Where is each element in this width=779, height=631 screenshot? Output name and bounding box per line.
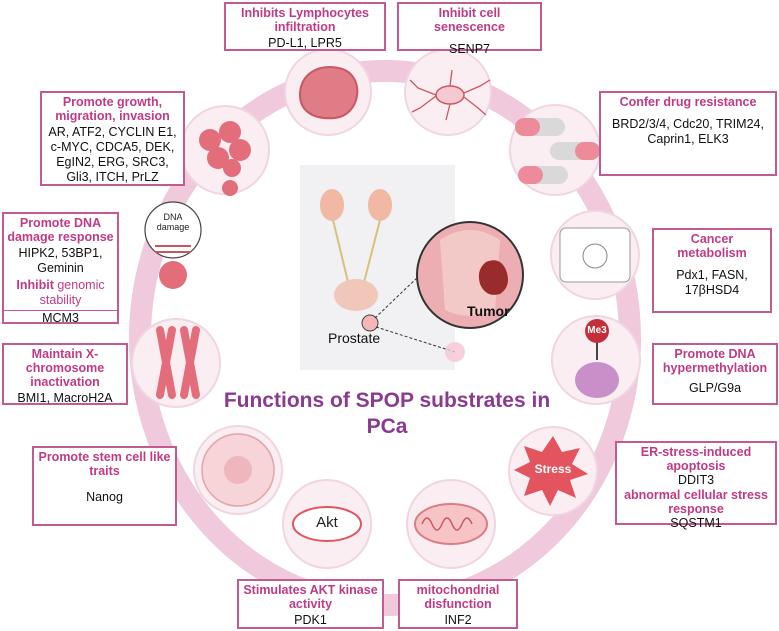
box-title: Promote stem cell like traits <box>38 450 171 478</box>
lymphocyte-illustration <box>284 48 372 136</box>
stress-label: Stress <box>534 462 572 476</box>
box-genes: Pdx1, FASN, 17βHSD4 <box>676 268 748 297</box>
box-genes: INF2 <box>444 613 472 627</box>
drug-pills-illustration <box>509 104 601 196</box>
diagram-title: Functions of SPOP substrates in PCa <box>223 389 551 438</box>
box-title: ER-stress-induced apoptosis <box>640 445 752 473</box>
box-growth: Promote growth, migration, invasion AR, … <box>40 91 185 186</box>
box-genes: AR, ATF2, CYCLIN E1, c-MYC, CDCA5, DEK, … <box>48 125 177 184</box>
box-genes: BMI1, MacroH2A <box>17 391 113 405</box>
box-title: Inhibit cell senescence <box>434 6 505 34</box>
box-title: Inhibits Lymphocytes infiltration <box>240 6 370 34</box>
box-drug: Confer drug resistance BRD2/3/4, Cdc20, … <box>599 91 777 176</box>
box-genes: SENP7 <box>449 42 490 56</box>
box-title: Confer drug resistance <box>619 95 757 109</box>
dna-damage-illustration <box>144 201 202 289</box>
metabolism-illustration <box>550 210 640 300</box>
box-genes-2: MCM3 <box>4 310 117 326</box>
stem-cell-illustration <box>193 425 283 515</box>
box-genes: PD-L1, LPR5 <box>268 36 342 50</box>
akt-illustration <box>282 479 372 569</box>
inhibit-word: Inhibit <box>16 278 54 292</box>
box-genes: DDIT3 <box>677 473 715 487</box>
box-genes: PDK1 <box>294 613 327 627</box>
box-title-2: abnormal cellular stress response <box>624 488 768 516</box>
box-genes-2: SQSTM1 <box>670 516 722 530</box>
me3-label: Me3 <box>587 325 607 336</box>
box-hypermethylation: Promote DNA hypermethylation GLP/G9a <box>652 343 778 405</box>
box-subtitle: Inhibit genomic stability <box>7 278 114 308</box>
body-illustration <box>300 165 524 370</box>
genomic-stability-text: genomic stability <box>39 278 105 307</box>
mitochondria-illustration <box>406 479 496 569</box>
chromosomes-illustration <box>131 318 221 408</box>
senescent-cell-illustration <box>404 48 492 136</box>
tumor-label: Tumor <box>467 303 510 319</box>
box-mitochondria: mitochondrial disfunction INF2 <box>398 579 518 629</box>
box-metabolism: Cancer metabolism Pdx1, FASN, 17βHSD4 <box>652 228 772 313</box>
box-dna-damage: Promote DNA damage response HIPK2, 53BP1… <box>2 212 119 326</box>
prostate-label: Prostate <box>328 330 381 346</box>
growth-cells-illustration <box>180 105 270 196</box>
box-akt: Stimulates AKT kinase activity PDK1 <box>237 579 384 629</box>
dna-damage-label: DNA damage <box>156 212 190 232</box>
box-title: Cancer metabolism <box>677 232 747 260</box>
box-genes: GLP/G9a <box>688 381 742 395</box>
box-title: Maintain X-chromosome inactivation <box>25 347 105 389</box>
box-genes: BRD2/3/4, Cdc20, TRIM24, Caprin1, ELK3 <box>612 117 764 146</box>
box-genes: HIPK2, 53BP1, Geminin <box>18 246 103 275</box>
box-x-chromosome: Maintain X-chromosome inactivation BMI1,… <box>2 343 128 405</box>
stress-illustration <box>508 426 598 516</box>
box-stem-cell: Promote stem cell like traits Nanog <box>32 446 177 526</box>
box-genes: Nanog <box>86 490 123 504</box>
box-title: mitochondrial disfunction <box>416 583 500 611</box>
box-senescence: Inhibit cell senescence SENP7 <box>397 2 542 56</box>
akt-label: Akt <box>316 514 338 531</box>
box-title: Promote growth, migration, invasion <box>55 95 170 123</box>
box-title: Stimulates AKT kinase activity <box>243 583 378 611</box>
box-title: Promote DNA hypermethylation <box>662 347 768 375</box>
methylation-illustration <box>551 315 641 405</box>
box-er-stress: ER-stress-induced apoptosis DDIT3 abnorm… <box>615 441 777 530</box>
box-lymphocyte: Inhibits Lymphocytes infiltration PD-L1,… <box>224 2 386 51</box>
box-title: Promote DNA damage response <box>7 216 114 244</box>
